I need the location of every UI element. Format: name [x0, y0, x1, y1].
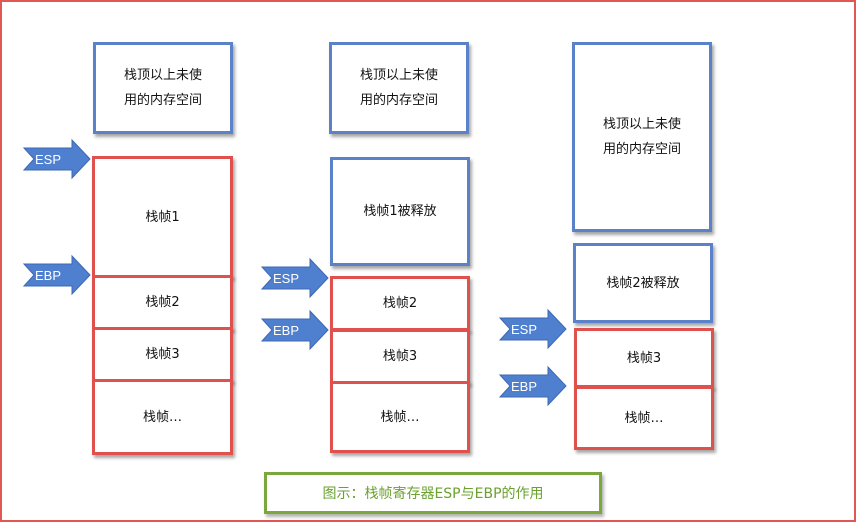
stack-frame-label: 栈帧…	[624, 410, 664, 426]
ebp-label: EBP	[34, 267, 61, 283]
released-frame-block-col2: 栈帧1被释放	[330, 157, 470, 266]
stack-frame-2-col1: 栈帧2	[92, 275, 233, 330]
stack-frame-more-col2: 栈帧…	[330, 381, 470, 453]
unused-space-block-col1: 栈顶以上未使 用的内存空间	[93, 42, 233, 134]
esp-arrow-col3: ESP	[496, 308, 567, 350]
right-arrow-icon	[22, 138, 91, 180]
stack-frame-label: 栈帧1	[145, 209, 180, 225]
right-arrow-icon	[498, 308, 567, 350]
unused-space-label: 栈顶以上未使 用的内存空间	[359, 68, 438, 108]
stack-frame-3-col1: 栈帧3	[92, 327, 233, 382]
caption-text: 图示：栈帧寄存器ESP与EBP的作用	[322, 486, 544, 502]
diagram-caption: 图示：栈帧寄存器ESP与EBP的作用	[264, 472, 602, 514]
ebp-label: EBP	[272, 322, 299, 338]
right-arrow-icon	[498, 365, 567, 407]
stack-frame-label: 栈帧2	[145, 295, 180, 310]
unused-space-block-col3: 栈顶以上未使 用的内存空间	[572, 42, 712, 232]
stack-frame-more-col3: 栈帧…	[574, 386, 714, 450]
unused-space-label: 栈顶以上未使 用的内存空间	[123, 68, 202, 108]
stack-frame-1-col1: 栈帧1	[92, 156, 233, 278]
stack-frame-label: 栈帧3	[382, 349, 418, 364]
stack-frame-3-col2: 栈帧3	[330, 329, 470, 384]
esp-label: ESP	[272, 270, 299, 286]
stack-frame-label: 栈帧…	[142, 409, 182, 425]
ebp-arrow-col1: EBP	[20, 254, 91, 296]
stack-frame-3-col3: 栈帧3	[574, 328, 714, 388]
ebp-arrow-col3: EBP	[496, 365, 567, 407]
ebp-label: EBP	[510, 378, 537, 394]
esp-label: ESP	[510, 321, 537, 337]
stack-frame-label: 栈帧3	[145, 347, 180, 362]
stack-frame-label: 栈帧…	[380, 409, 420, 425]
released-frame-block-col3: 栈帧2被释放	[573, 243, 713, 323]
ebp-arrow-col2: EBP	[258, 309, 329, 351]
esp-arrow-col1: ESP	[20, 138, 91, 180]
unused-space-block-col2: 栈顶以上未使 用的内存空间	[329, 42, 469, 134]
stack-frame-more-col1: 栈帧…	[92, 379, 233, 455]
released-frame-label: 栈帧2被释放	[606, 275, 680, 291]
right-arrow-icon	[260, 309, 329, 351]
esp-label: ESP	[34, 151, 61, 167]
stack-frame-label: 栈帧2	[382, 296, 418, 311]
stack-frame-label: 栈帧3	[626, 350, 662, 366]
right-arrow-icon	[22, 254, 91, 296]
esp-arrow-col2: ESP	[258, 257, 329, 299]
stack-frame-2-col2: 栈帧2	[330, 276, 470, 331]
unused-space-label: 栈顶以上未使 用的内存空间	[602, 117, 681, 157]
right-arrow-icon	[260, 257, 329, 299]
released-frame-label: 栈帧1被释放	[363, 204, 437, 219]
